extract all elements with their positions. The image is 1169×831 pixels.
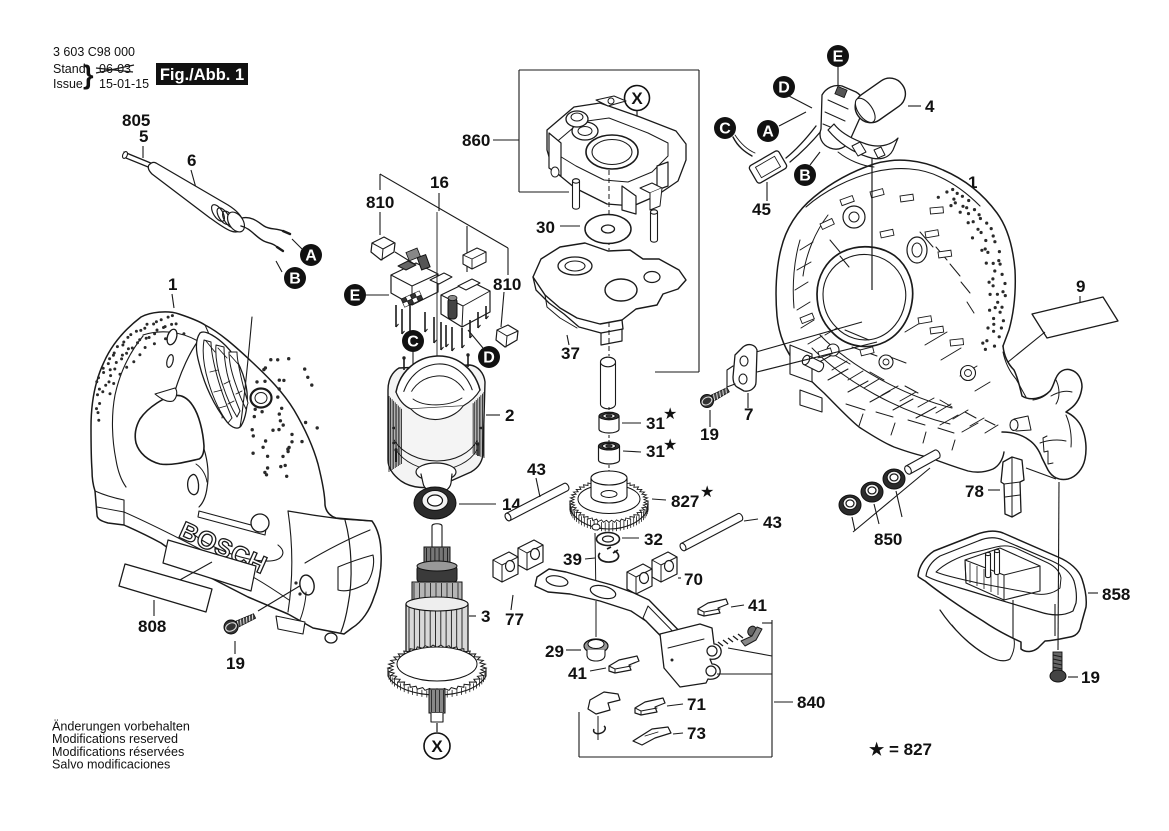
svg-text:A: A	[305, 248, 317, 265]
svg-text:810: 810	[366, 193, 394, 212]
svg-text:808: 808	[138, 617, 166, 636]
svg-text:15-01-15: 15-01-15	[99, 77, 149, 91]
svg-text:D: D	[483, 350, 495, 367]
svg-text:9: 9	[1076, 277, 1085, 296]
svg-text:19: 19	[700, 425, 719, 444]
svg-text:C: C	[407, 334, 419, 351]
svg-text:D: D	[778, 80, 790, 97]
svg-text:5: 5	[139, 127, 148, 146]
svg-text:73: 73	[687, 724, 706, 743]
svg-text:E: E	[350, 288, 361, 305]
svg-text:Salvo modificaciones: Salvo modificaciones	[52, 758, 170, 772]
svg-text:19: 19	[226, 654, 245, 673]
svg-text:77: 77	[505, 610, 524, 629]
svg-text:827: 827	[671, 492, 699, 511]
svg-text:16: 16	[430, 173, 449, 192]
svg-text:70: 70	[684, 570, 703, 589]
svg-text:X: X	[431, 737, 443, 756]
svg-text:★: ★	[700, 484, 714, 501]
svg-text:Stand: Stand	[53, 62, 86, 76]
svg-text:}: }	[83, 60, 94, 90]
svg-text:29: 29	[545, 642, 564, 661]
svg-text:4: 4	[925, 97, 935, 116]
svg-text:C: C	[719, 121, 731, 138]
svg-text:30: 30	[536, 218, 555, 237]
svg-text:★: ★	[663, 406, 677, 423]
svg-text:860: 860	[462, 131, 490, 150]
svg-text:850: 850	[874, 530, 902, 549]
svg-text:19: 19	[1081, 668, 1100, 687]
svg-text:39: 39	[563, 550, 582, 569]
svg-text:★ = 827: ★ = 827	[869, 740, 932, 759]
svg-text:A: A	[762, 124, 774, 141]
svg-text:6: 6	[187, 151, 196, 170]
svg-text:43: 43	[763, 513, 782, 532]
svg-text:E: E	[833, 49, 844, 66]
svg-text:X: X	[631, 89, 643, 108]
svg-text:★: ★	[663, 437, 677, 454]
svg-text:B: B	[799, 168, 811, 185]
svg-text:3: 3	[481, 607, 490, 626]
svg-text:Fig./Abb. 1: Fig./Abb. 1	[160, 66, 244, 84]
svg-text:7: 7	[744, 405, 753, 424]
svg-text:43: 43	[527, 460, 546, 479]
svg-text:78: 78	[965, 482, 984, 501]
svg-text:B: B	[289, 271, 301, 288]
svg-text:840: 840	[797, 693, 825, 712]
svg-text:1: 1	[168, 275, 177, 294]
svg-text:2: 2	[505, 406, 514, 425]
svg-text:71: 71	[687, 695, 706, 714]
svg-text:810: 810	[493, 275, 521, 294]
svg-text:45: 45	[752, 200, 771, 219]
svg-text:32: 32	[644, 530, 663, 549]
svg-text:Issue: Issue	[53, 77, 83, 91]
svg-text:37: 37	[561, 344, 580, 363]
svg-text:41: 41	[748, 596, 767, 615]
svg-text:858: 858	[1102, 585, 1130, 604]
svg-text:3 603 C98 000: 3 603 C98 000	[53, 45, 135, 59]
svg-text:41: 41	[568, 664, 587, 683]
